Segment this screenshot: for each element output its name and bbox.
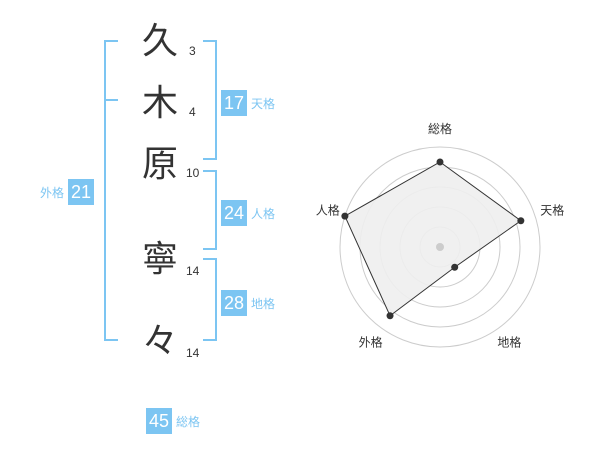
radar-ring: [399, 206, 481, 288]
chikaku-badge: 28 地格: [221, 290, 275, 316]
gaikaku-label: 外格: [40, 185, 65, 200]
stroke-count-3: 10: [186, 166, 200, 180]
radar-point-3: [451, 263, 459, 271]
radar-center: [436, 243, 444, 251]
name-char-5: 々: [141, 321, 178, 362]
chikaku-label: 地格: [251, 296, 276, 311]
stroke-count-1: 3: [189, 44, 196, 58]
radar-axis-label-3: 地格: [497, 334, 521, 349]
radar-axis-label-4: 外格: [359, 334, 383, 349]
tenkaku-value: 17: [221, 90, 247, 116]
tenkaku-label: 天格: [251, 96, 276, 111]
radar-ring: [359, 166, 521, 328]
radar-axis-label-1: 総格: [428, 121, 452, 136]
tenkaku-badge: 17 天格: [221, 90, 275, 116]
name-char-1: 久: [141, 21, 178, 62]
radar-axis-label-5: 人格: [316, 203, 340, 218]
jinkaku-badge: 24 人格: [221, 200, 275, 226]
stroke-count-4: 14: [186, 264, 200, 278]
stroke-count-2: 4: [189, 105, 196, 119]
chikaku-value: 28: [221, 290, 247, 316]
jinkaku-label: 人格: [251, 206, 276, 221]
radar-ring: [379, 186, 501, 308]
stroke-count-5: 14: [186, 346, 200, 360]
jinkaku-bracket: [203, 170, 217, 250]
soukaku-badge: 45 総格: [146, 408, 200, 434]
chikaku-bracket: [203, 258, 217, 341]
radar-polygon: [344, 161, 522, 317]
soukaku-label: 総格: [176, 414, 201, 429]
radar-ring: [339, 146, 541, 348]
radar-point-5: [341, 212, 349, 220]
gaikaku-bracket: [104, 40, 118, 341]
gaikaku-bracket-tick: [104, 99, 118, 101]
jinkaku-value: 24: [221, 200, 247, 226]
radar-ring: [419, 226, 461, 268]
gaikaku-value: 21: [68, 179, 95, 205]
radar-point-1: [436, 158, 444, 166]
tenkaku-bracket: [203, 40, 217, 160]
name-char-3: 原: [141, 144, 178, 185]
radar-point-2: [517, 217, 525, 225]
name-char-2: 木: [141, 83, 178, 124]
gaikaku-badge: 21 外格: [40, 179, 95, 205]
name-char-4: 寧: [141, 239, 178, 280]
soukaku-value: 45: [146, 408, 172, 434]
radar-axis-label-2: 天格: [540, 203, 564, 218]
radar-point-4: [386, 312, 394, 320]
